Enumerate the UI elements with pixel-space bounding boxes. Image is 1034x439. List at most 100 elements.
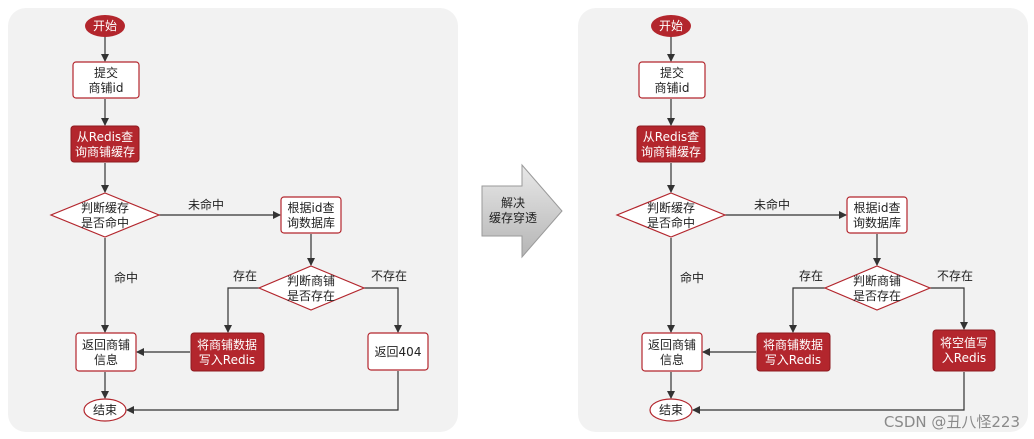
transition-arrow: 解决 缓存穿透 [481, 163, 563, 259]
left-end-shape [83, 398, 127, 422]
right-panel-background [578, 8, 1028, 432]
right-start-node: 开始 [651, 15, 691, 37]
left-write-redis-shape [190, 332, 265, 372]
left-query-db-node: 根据id查 询数据库 [280, 196, 342, 234]
right-end-shape [649, 398, 693, 422]
right-return-info-shape [641, 332, 703, 372]
left-query-redis-node: 从Redis查 询商铺缓存 [70, 125, 140, 163]
left-return-info-shape [75, 332, 137, 372]
right-query-redis-shape [636, 125, 706, 163]
right-check-cache-diamond [615, 192, 727, 238]
arrow-text-line2: 缓存穿透 [489, 210, 537, 225]
right-check-cache-label-line1: 判断缓存 [647, 200, 695, 215]
left-start-label: 开始 [93, 19, 117, 33]
left-miss-label: 未命中 [188, 197, 224, 212]
left-write-redis-label-line2: 写入Redis [199, 353, 255, 367]
right-write-redis-shape [756, 332, 831, 372]
right-end-node: 结束 [649, 398, 693, 422]
right-query-redis-label-line2: 询商铺缓存 [641, 144, 701, 159]
left-query-db-shape [280, 196, 342, 234]
left-query-redis-label-line1: 从Redis查 [77, 130, 133, 144]
left-submit-node: 提交 商铺id [72, 61, 140, 99]
right-check-cache-label-line2: 是否命中 [647, 215, 695, 230]
right-write-null-shape [932, 329, 996, 372]
right-start-shape [651, 15, 691, 37]
left-return-info-label-line2: 信息 [94, 352, 118, 367]
right-edge-exists [789, 287, 825, 333]
right-check-exist-diamond [823, 265, 932, 311]
right-flowchart-panel: 开始 提交 商铺id 从Redis查 询商铺缓存 判断缓存 是否命中 未命中 命… [578, 8, 1028, 432]
left-submit-label-line2: 商铺id [89, 80, 124, 95]
left-check-exist-label-line2: 是否存在 [287, 289, 335, 303]
left-start-node: 开始 [85, 15, 125, 37]
right-query-redis-label-line1: 从Redis查 [643, 130, 699, 144]
right-edge-null-end [692, 372, 965, 414]
right-write-redis-label-line1: 将商铺数据 [763, 337, 823, 352]
right-submit-node: 提交 商铺id [638, 61, 706, 99]
left-check-exist-diamond [257, 265, 366, 311]
left-not-exists-label: 不存在 [371, 269, 407, 283]
left-return-404-node: 返回404 [367, 332, 429, 371]
left-check-cache-diamond [49, 192, 161, 238]
left-check-exist-label-line1: 判断商铺 [287, 273, 335, 288]
big-right-arrow-shape [481, 163, 563, 259]
right-end-label: 结束 [659, 403, 683, 417]
left-panel-background [8, 8, 458, 432]
right-connectors [667, 36, 968, 414]
right-write-redis-node: 将商铺数据 写入Redis [756, 332, 831, 372]
left-return-info-node: 返回商铺 信息 [75, 332, 137, 372]
left-query-db-label-line2: 询数据库 [287, 215, 335, 230]
left-return-404-shape [367, 332, 429, 371]
right-query-db-label-line1: 根据id查 [854, 201, 901, 215]
left-check-cache-label-line1: 判断缓存 [81, 200, 129, 215]
right-hit-label: 命中 [680, 270, 704, 285]
left-connectors [101, 36, 402, 414]
right-submit-label-line2: 商铺id [655, 80, 690, 95]
left-return-404-label: 返回404 [375, 345, 422, 359]
right-write-null-label-line2: 入Redis [942, 351, 986, 365]
right-submit-shape [638, 61, 706, 99]
left-write-redis-label-line1: 将商铺数据 [197, 337, 257, 352]
left-check-exist-node: 判断商铺 是否存在 [257, 265, 366, 311]
left-end-node: 结束 [83, 398, 127, 422]
left-check-cache-node: 判断缓存 是否命中 [49, 192, 161, 238]
right-query-redis-node: 从Redis查 询商铺缓存 [636, 125, 706, 163]
right-return-info-node: 返回商铺 信息 [641, 332, 703, 372]
left-end-label: 结束 [93, 403, 117, 417]
right-check-exist-label-line1: 判断商铺 [853, 273, 901, 288]
right-start-label: 开始 [659, 19, 683, 33]
left-edge-404-end [126, 371, 399, 414]
left-flowchart-panel: 开始 提交 商铺id 从Redis查 询商铺缓存 判断缓存 是否命中 未命中 命… [8, 8, 458, 432]
left-exists-label: 存在 [233, 269, 257, 283]
left-submit-shape [72, 61, 140, 99]
arrow-text-line1: 解决 [501, 196, 525, 210]
left-submit-label-line1: 提交 [94, 65, 118, 80]
left-query-redis-shape [70, 125, 140, 163]
right-edge-not-exists [930, 287, 968, 330]
left-check-cache-label-line2: 是否命中 [81, 215, 129, 230]
csdn-watermark: CSDN @丑八怪223 [883, 413, 1020, 431]
left-hit-label: 命中 [114, 270, 138, 285]
right-not-exists-label: 不存在 [937, 269, 973, 283]
right-exists-label: 存在 [799, 269, 823, 283]
left-return-info-label-line1: 返回商铺 [82, 337, 130, 352]
left-query-db-label-line1: 根据id查 [288, 201, 335, 215]
right-submit-label-line1: 提交 [660, 65, 684, 80]
right-return-info-label-line1: 返回商铺 [648, 337, 696, 352]
right-check-cache-node: 判断缓存 是否命中 [615, 192, 727, 238]
left-edge-exists [224, 287, 259, 333]
right-check-exist-node: 判断商铺 是否存在 [823, 265, 932, 311]
right-query-db-shape [846, 196, 908, 234]
left-start-shape [85, 15, 125, 37]
left-query-redis-label-line2: 询商铺缓存 [75, 144, 135, 159]
left-write-redis-node: 将商铺数据 写入Redis [190, 332, 265, 372]
right-write-null-label-line1: 将空值写 [940, 335, 988, 350]
right-query-db-label-line2: 询数据库 [853, 215, 901, 230]
right-return-info-label-line2: 信息 [660, 352, 684, 367]
right-miss-label: 未命中 [754, 197, 790, 212]
right-check-exist-label-line2: 是否存在 [853, 289, 901, 303]
right-write-null-node: 将空值写 入Redis [932, 329, 996, 372]
right-query-db-node: 根据id查 询数据库 [846, 196, 908, 234]
left-edge-not-exists [364, 287, 402, 333]
